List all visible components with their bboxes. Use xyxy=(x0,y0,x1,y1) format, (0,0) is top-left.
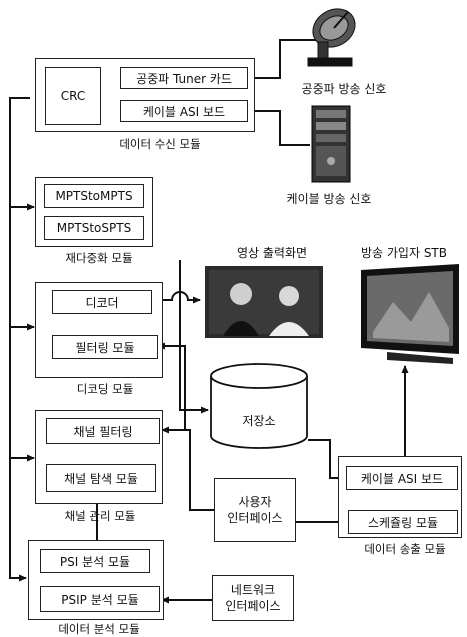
user-interface-box: 사용자 인터페이스 xyxy=(214,478,296,542)
psip-analysis-box: PSIP 분석 모듈 xyxy=(40,586,160,612)
mpts-to-spts-box: MPTStoSPTS xyxy=(44,216,144,240)
channel-search-label: 채널 탐색 모듈 xyxy=(64,471,138,486)
storage-label: 저장소 xyxy=(242,414,276,428)
network-interface-box: 네트워크 인터페이스 xyxy=(212,575,294,621)
satellite-dish-image xyxy=(307,8,356,67)
receive-module-caption: 데이터 수신 모듈 xyxy=(119,137,201,151)
crc-label: CRC xyxy=(60,89,86,103)
user-interface-line2: 인터페이스 xyxy=(227,511,283,525)
filtering-box: 필터링 모듈 xyxy=(52,335,158,359)
cable-server-image xyxy=(311,105,351,183)
decoder-label: 디코더 xyxy=(85,295,119,310)
scheduling-box: 스케쥴링 모듈 xyxy=(348,510,458,534)
terrestrial-signal-label: 공중파 방송 신호 xyxy=(301,82,387,96)
transmit-asi-board-label: 케이블 ASI 보드 xyxy=(360,471,444,486)
mpts-to-mpts-box: MPTStoMPTS xyxy=(44,184,144,208)
decoder-box: 디코더 xyxy=(52,290,152,314)
cable-asi-board-label: 케이블 ASI 보드 xyxy=(142,104,226,119)
analysis-module-caption: 데이터 분석 모듈 xyxy=(58,622,140,636)
cable-asi-board-box: 케이블 ASI 보드 xyxy=(120,100,248,122)
video-output-label: 영상 출력화면 xyxy=(236,246,308,260)
terrestrial-tuner-box: 공중파 Tuner 카드 xyxy=(120,67,248,89)
transmit-module-caption: 데이터 송출 모듈 xyxy=(364,542,446,556)
subscriber-stb-label: 방송 가입자 STB xyxy=(360,246,447,260)
cable-signal-line xyxy=(247,107,310,146)
psip-analysis-label: PSIP 분석 모듈 xyxy=(61,592,139,607)
channel-filtering-label: 채널 필터링 xyxy=(73,424,133,439)
crc-box: CRC xyxy=(45,67,101,125)
storage-cylinder xyxy=(210,363,308,449)
channel-filtering-box: 채널 필터링 xyxy=(46,418,160,444)
tv-stb-image xyxy=(361,264,459,364)
decode-module-caption: 디코딩 모듈 xyxy=(76,382,134,396)
psi-analysis-label: PSI 분석 모듈 xyxy=(59,554,131,569)
transmit-asi-board-box: 케이블 ASI 보드 xyxy=(346,466,458,490)
network-interface-line1: 네트워크 xyxy=(230,583,276,597)
terrestrial-tuner-label: 공중파 Tuner 카드 xyxy=(136,71,232,86)
remux-module-caption: 재다중화 모듈 xyxy=(65,251,133,265)
filtering-label: 필터링 모듈 xyxy=(75,340,135,355)
mpts-to-mpts-label: MPTStoMPTS xyxy=(55,189,133,203)
video-output-image xyxy=(205,266,323,338)
user-interface-line1: 사용자 xyxy=(238,495,272,509)
channel-search-box: 채널 탐색 모듈 xyxy=(46,464,156,492)
psi-analysis-box: PSI 분석 모듈 xyxy=(40,549,150,573)
main-bus-line xyxy=(9,97,30,582)
ui-to-channel xyxy=(161,426,214,511)
cable-signal-label: 케이블 방송 신호 xyxy=(286,192,372,206)
channel-module-caption: 채널 관리 모듈 xyxy=(64,509,136,523)
network-interface-line2: 인터페이스 xyxy=(225,599,281,613)
scheduling-label: 스케쥴링 모듈 xyxy=(367,515,439,530)
mpts-to-spts-label: MPTStoSPTS xyxy=(56,221,132,235)
decode-to-storage xyxy=(179,260,209,414)
